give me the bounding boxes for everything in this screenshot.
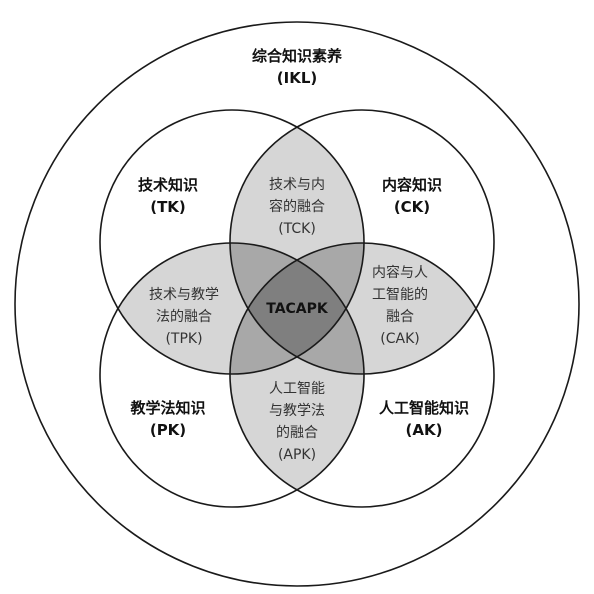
label-ak-title: 人工智能知识 (378, 399, 470, 417)
circle-tk (99, 109, 365, 375)
label-ikl-code: (IKL) (276, 69, 318, 87)
label-apk-code: (APK) (277, 447, 317, 463)
label-apk: 人工智能 与教学法 的融合 (APK) (269, 378, 325, 466)
label-tk-title: 技术知识 (137, 176, 199, 194)
label-ikl: 综合知识素养 (IKL) (252, 45, 342, 89)
label-tpk-code: (TPK) (165, 331, 203, 347)
label-cak-code: (CAK) (380, 331, 420, 347)
label-tpk-line1: 技术与教学 (149, 287, 219, 303)
circle-ck (229, 109, 495, 375)
circle-ak (229, 242, 495, 508)
label-apk-line2: 与教学法 (269, 403, 325, 419)
label-pk-title: 教学法知识 (130, 399, 206, 417)
label-ikl-title: 综合知识素养 (251, 47, 343, 65)
label-ck: 内容知识 (CK) (382, 174, 442, 218)
label-ak: 人工智能知识 (AK) (379, 397, 469, 441)
label-pk: 教学法知识 (PK) (130, 397, 205, 441)
label-tk: 技术知识 (TK) (138, 174, 198, 218)
label-ck-code: (CK) (393, 198, 431, 216)
label-tck-code: (TCK) (278, 221, 316, 237)
label-tpk: 技术与教学 法的融合 (TPK) (149, 284, 219, 350)
label-cak-line3: 融合 (386, 309, 414, 325)
circle-pk (99, 242, 365, 508)
label-tck-line2: 容的融合 (269, 199, 325, 215)
label-center-text: TACAPK (266, 301, 328, 317)
overlap-center-region (230, 243, 364, 374)
label-tk-code: (TK) (150, 198, 186, 216)
label-cak-line1: 内容与人 (372, 265, 428, 281)
label-ak-code: (AK) (405, 421, 443, 439)
label-apk-line3: 的融合 (276, 425, 318, 441)
label-tpk-line2: 法的融合 (156, 309, 212, 325)
label-tck-line1: 技术与内 (269, 177, 325, 193)
label-apk-line1: 人工智能 (269, 381, 325, 397)
label-tck: 技术与内 容的融合 (TCK) (269, 174, 325, 240)
label-cak-line2: 工智能的 (372, 287, 428, 303)
label-ck-title: 内容知识 (381, 176, 443, 194)
label-pk-code: (PK) (149, 421, 187, 439)
label-cak: 内容与人 工智能的 融合 (CAK) (372, 262, 428, 350)
label-center: TACAPK (266, 298, 328, 320)
